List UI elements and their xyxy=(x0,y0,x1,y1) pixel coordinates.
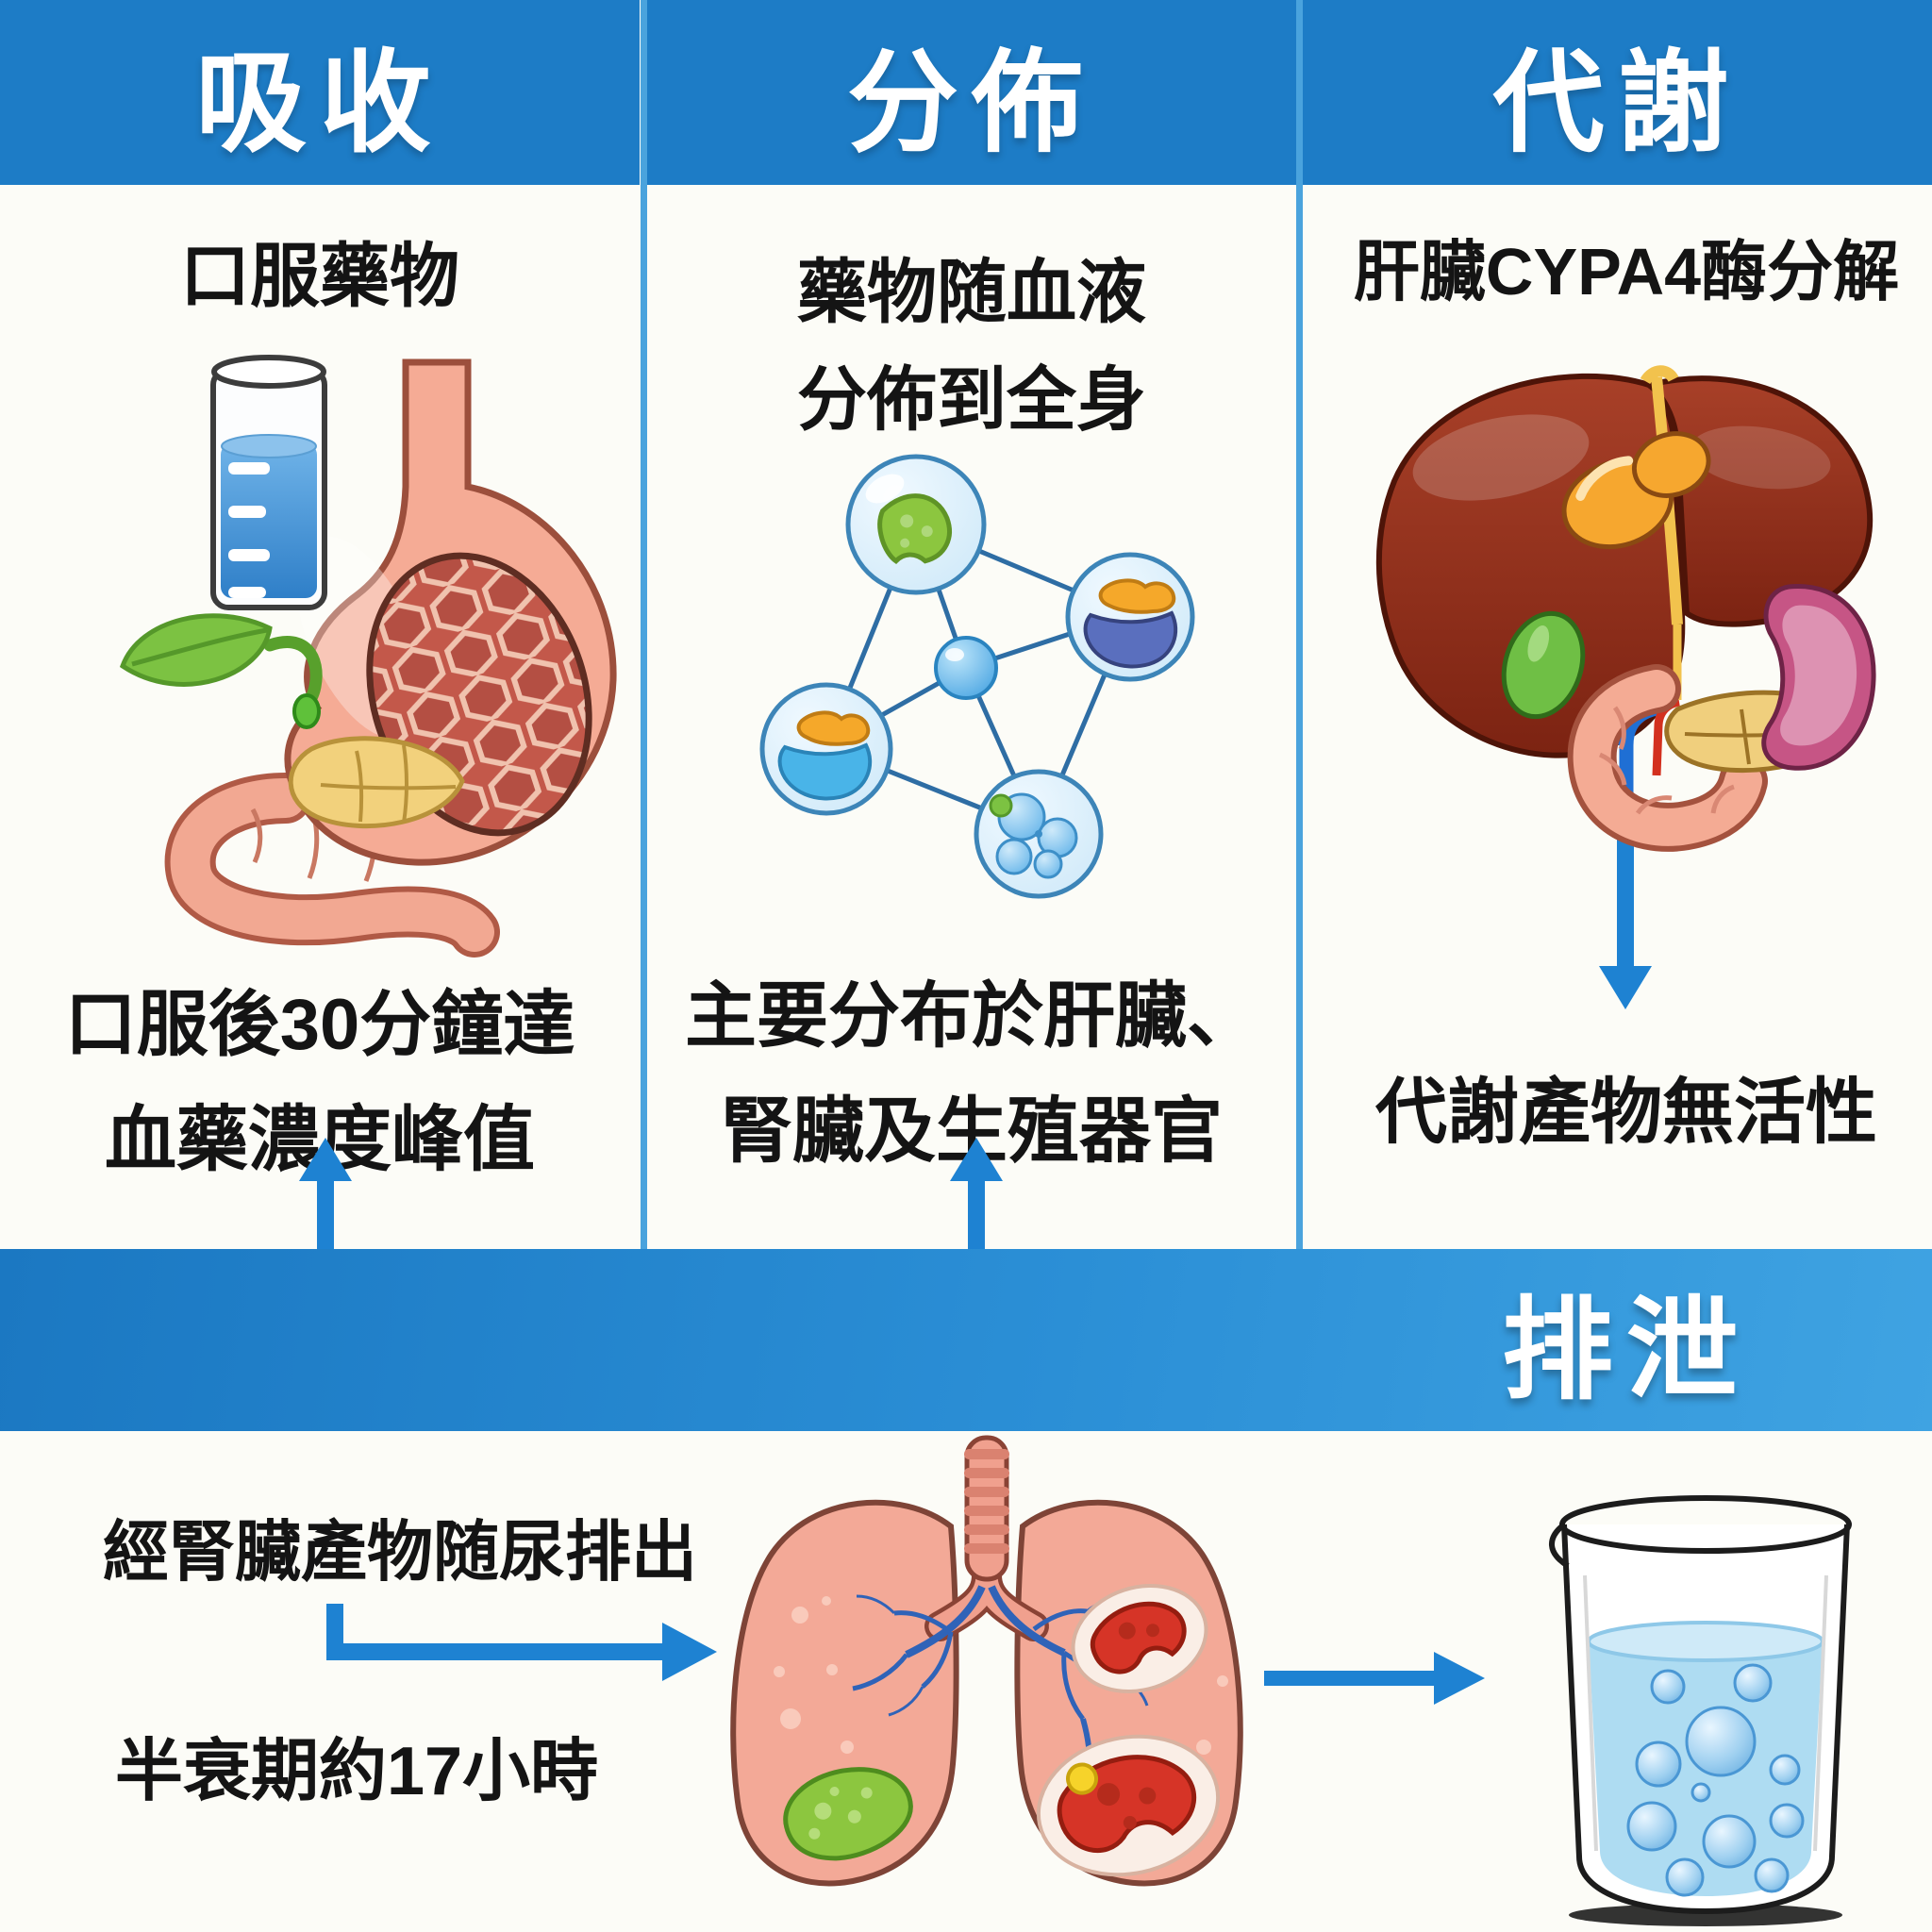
distribution-subtitle-line2: 分佈到全身 xyxy=(797,360,1146,439)
header-distribution-label: 分佈 xyxy=(846,41,1096,166)
bronchial-tree-icon xyxy=(852,1585,1149,1769)
liver-organs-illustration xyxy=(1375,365,1876,852)
header-distribution: 分佈 xyxy=(647,0,1296,185)
distribution-subtitle-line1: 藥物随血液 xyxy=(797,253,1146,331)
absorption-note: 口服後30分鐘達 血藥濃度峰值 xyxy=(0,968,640,1198)
header-metabolism: 代謝 xyxy=(1303,0,1932,185)
orange-lobe-icon xyxy=(1561,431,1711,550)
excretion-half-life-note: 半衰期約17小時 xyxy=(114,1734,599,1809)
bubbles xyxy=(1626,1663,1805,1897)
cell-node-icon xyxy=(759,682,893,816)
header-excretion-label: 排泄 xyxy=(1501,1289,1751,1413)
header-metabolism-label: 代謝 xyxy=(1492,41,1742,166)
distribution-subtitle: 藥物随血液 分佈到全身 xyxy=(647,239,1296,454)
header-absorption-label: 吸收 xyxy=(194,41,444,166)
pancreas-icon xyxy=(288,736,465,829)
cell-node-icon xyxy=(974,769,1104,899)
red-kidney-icon xyxy=(1036,1734,1221,1877)
yellow-dot-icon xyxy=(1066,1762,1099,1795)
down-arrow-icon xyxy=(1599,828,1652,1009)
leaf-icon xyxy=(119,613,323,729)
distribution-note-line1: 主要分布於肝臟、 xyxy=(685,976,1258,1057)
up-arrow-icon xyxy=(299,1138,352,1249)
trachea-icon xyxy=(924,1435,1049,1641)
metabolism-subtitle: 肝臟CYPA4酶分解 xyxy=(1353,235,1900,308)
graduated-cylinder-icon xyxy=(210,355,327,610)
right-arrow-icon xyxy=(1264,1652,1485,1705)
cell-network-illustration xyxy=(759,454,1195,899)
elbow-arrow-icon xyxy=(326,1604,717,1681)
up-arrow-icon xyxy=(950,1138,1003,1249)
stomach-oral-drug-illustration xyxy=(119,355,617,958)
cell-node-icon xyxy=(1065,552,1195,682)
header-excretion: 排泄 xyxy=(1321,1249,1932,1431)
lungs-kidneys-illustration xyxy=(730,1435,1243,1887)
red-kidney-icon xyxy=(1071,1584,1208,1693)
distribution-note: 主要分布於肝臟、 腎臟及生殖器官 xyxy=(647,959,1296,1190)
drug-molecule-icon xyxy=(934,636,998,700)
excretion-kidney-note: 經腎臟產物随尿排出 xyxy=(103,1515,697,1589)
cell-node-icon xyxy=(845,454,987,595)
beaker-spout xyxy=(1549,1522,1570,1569)
column-divider-1 xyxy=(641,0,647,1249)
beaker-with-bubbles-icon xyxy=(1549,1495,1852,1926)
kidney-icon xyxy=(1761,583,1876,771)
gallbladder-icon xyxy=(1501,610,1586,720)
header-absorption: 吸收 xyxy=(0,0,640,185)
duodenum-icon xyxy=(1567,664,1768,852)
absorption-note-line1: 口服後30分鐘達 xyxy=(64,985,575,1065)
intestine-icon xyxy=(164,773,500,958)
column-divider-2 xyxy=(1296,0,1303,1249)
green-organ-icon xyxy=(783,1767,913,1861)
excretion-band xyxy=(0,1249,1932,1431)
metabolism-note: 代謝產物無活性 xyxy=(1375,1073,1877,1153)
absorption-subtitle: 口服藥物 xyxy=(180,237,459,315)
